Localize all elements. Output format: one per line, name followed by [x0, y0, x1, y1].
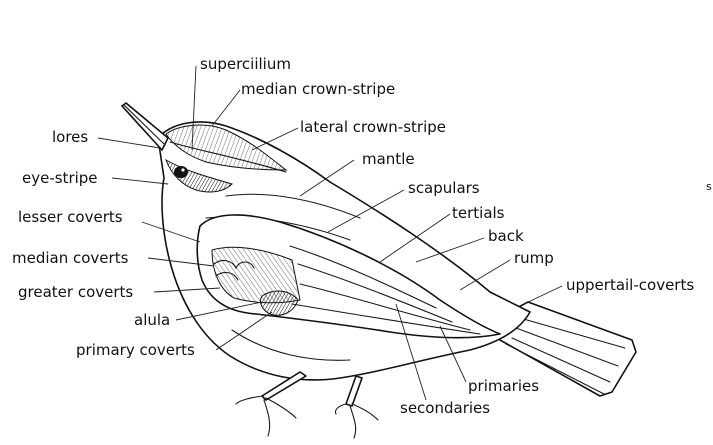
label-mantle: mantle	[362, 150, 415, 168]
label-primaries: primaries	[468, 377, 539, 395]
label-median-coverts: median coverts	[12, 249, 129, 267]
label-uppertail-coverts: uppertail-coverts	[566, 276, 694, 294]
label-lesser-coverts: lesser coverts	[18, 208, 123, 226]
label-eye-stripe: eye-stripe	[22, 169, 98, 187]
leader-median-crown-stripe	[212, 90, 240, 126]
leader-uppertail-coverts	[524, 286, 562, 304]
legs-and-feet	[236, 372, 378, 438]
label-supercilium: superciilium	[200, 55, 291, 73]
label-tertials: tertials	[452, 204, 505, 222]
label-median-crown-stripe: median crown-stripe	[241, 80, 395, 98]
label-alula: alula	[134, 311, 170, 329]
label-scapulars: scapulars	[408, 179, 480, 197]
leader-eye-stripe	[112, 178, 168, 184]
leader-lores	[98, 138, 160, 148]
label-lateral-crown-stripe: lateral crown-stripe	[300, 118, 446, 136]
label-back: back	[488, 227, 524, 245]
label-rump: rump	[514, 249, 554, 267]
edge-mark: s	[706, 180, 712, 193]
label-primary-coverts: primary coverts	[76, 341, 195, 359]
label-secondaries: secondaries	[400, 399, 490, 417]
label-greater-coverts: greater coverts	[18, 283, 133, 301]
label-lores: lores	[52, 128, 88, 146]
eye	[174, 166, 188, 178]
